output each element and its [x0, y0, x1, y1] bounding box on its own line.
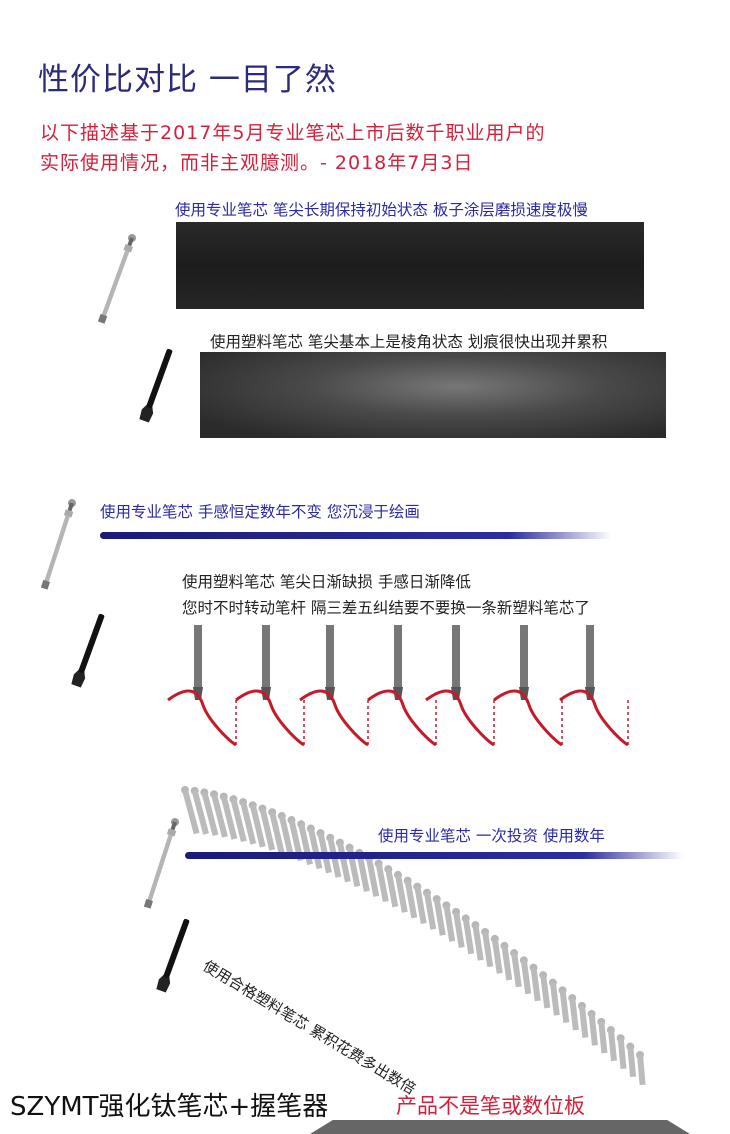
- fan-nib-icon: [210, 790, 228, 838]
- fan-nib-icon: [219, 792, 238, 840]
- fan-nib-icon: [529, 963, 541, 1002]
- fan-nib-icon: [277, 812, 295, 858]
- fan-nib-icon: [577, 1001, 589, 1038]
- page-title: 性价比对比 一目了然: [38, 62, 337, 98]
- red-stroke: [299, 689, 369, 747]
- worn-nib-row: [167, 625, 629, 747]
- intro-line-2: 实际使用情况，而非主观臆测。- 2018年7月3日: [40, 152, 474, 174]
- pro-cost-stroke: [185, 852, 683, 859]
- red-stroke: [425, 689, 495, 747]
- product-note: 产品不是笔或数位板: [396, 1094, 585, 1118]
- fan-nib-icon: [636, 1051, 646, 1086]
- worn-nib-icon: [393, 625, 403, 700]
- pro-board-surface: [176, 222, 644, 309]
- red-stroke: [367, 689, 437, 747]
- fan-nib-icon: [384, 865, 399, 908]
- fan-nib-icon: [432, 895, 446, 936]
- intro-line-1: 以下描述基于2017年5月专业笔芯上市后数千职业用户的: [40, 122, 546, 144]
- plastic-feel-caption-2: 您时不时转动笔杆 隔三差五纠结要不要换一条新塑料笔芯了: [182, 599, 590, 617]
- fan-nib-icon: [258, 804, 276, 851]
- plastic-board-surface: [200, 352, 666, 438]
- fan-nib-icon: [200, 788, 219, 837]
- product-name: SZYMT强化钛笔芯+握笔器: [10, 1092, 329, 1122]
- worn-nib-icon: [325, 625, 335, 700]
- fan-nib-icon: [510, 949, 522, 988]
- pro-cost-caption: 使用专业笔芯 一次投资 使用数年: [378, 827, 605, 845]
- fan-nib-icon: [568, 994, 579, 1031]
- pro-board-caption: 使用专业笔芯 笔尖长期保持初始状态 板子涂层磨损速度极慢: [175, 201, 588, 219]
- fan-nib-icon: [229, 795, 247, 843]
- fan-nib-icon: [500, 941, 513, 981]
- worn-nib-icon: [261, 625, 271, 700]
- fan-nib-icon: [539, 971, 551, 1009]
- fan-nib-icon: [248, 801, 266, 848]
- worn-nib-icon: [519, 625, 529, 700]
- fan-nib-icon: [558, 986, 570, 1023]
- fan-nib-icon: [471, 921, 484, 961]
- worn-nib-icon: [451, 625, 461, 700]
- pro-stroke: [100, 532, 612, 539]
- red-stroke: [559, 689, 629, 747]
- fan-nib-icon: [597, 1017, 608, 1054]
- plastic-feel-caption-1: 使用塑料笔芯 笔尖日渐缺损 手感日渐降低: [182, 573, 471, 591]
- fan-nib-icon: [606, 1026, 617, 1062]
- fan-nib-icon: [616, 1034, 627, 1070]
- red-stroke: [167, 689, 237, 747]
- fan-nib-icon: [548, 978, 560, 1016]
- fan-nib-icon: [461, 914, 475, 955]
- fan-nib-icon: [519, 956, 532, 995]
- fan-nib-icon: [442, 901, 456, 942]
- fan-nib-icon: [481, 927, 494, 968]
- fan-nib-icon: [239, 798, 257, 845]
- fan-nib-icon: [181, 786, 200, 835]
- fan-nib-icon: [374, 859, 389, 903]
- metal-nib-icon: [143, 816, 181, 909]
- red-stroke: [235, 689, 305, 747]
- pro-feel-caption: 使用专业笔芯 手感恒定数年不变 您沉浸于绘画: [100, 503, 420, 521]
- fan-nib-icon: [287, 816, 304, 862]
- fan-nib-icon: [452, 907, 465, 948]
- nib-fan: [181, 786, 646, 1086]
- fan-nib-icon: [403, 876, 418, 919]
- fan-nib-icon: [490, 934, 503, 974]
- red-stroke: [493, 689, 563, 747]
- worn-nib-icon: [585, 625, 595, 700]
- fan-nib-icon: [268, 808, 285, 854]
- worn-nib-icon: [193, 625, 203, 700]
- fan-nib-icon: [190, 786, 209, 835]
- fan-nib-icon: [413, 882, 427, 924]
- metal-nib-icon: [40, 497, 78, 590]
- plastic-board-caption: 使用塑料笔芯 笔尖基本上是棱角状态 划痕很快出现并累积: [210, 333, 608, 351]
- metal-nib-icon: [97, 232, 138, 324]
- product-tray: [310, 1120, 690, 1134]
- fan-nib-icon: [626, 1042, 637, 1078]
- plastic-nib-icon: [155, 917, 193, 993]
- plastic-nib-icon: [138, 347, 176, 423]
- fan-nib-icon: [423, 888, 437, 930]
- fan-nib-icon: [393, 870, 408, 913]
- fan-nib-icon: [587, 1009, 598, 1046]
- plastic-nib-icon: [70, 612, 108, 688]
